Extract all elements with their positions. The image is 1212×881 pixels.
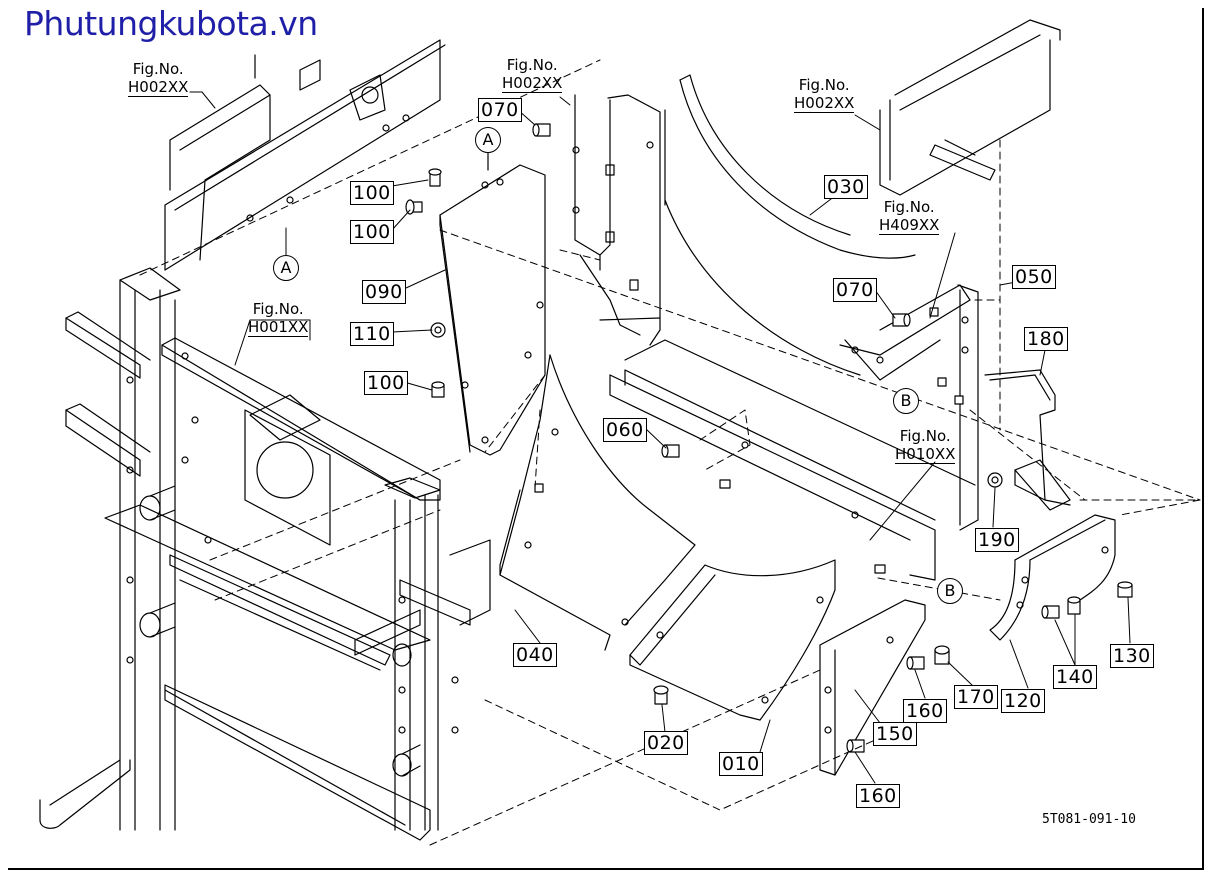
drawing-code: 5T081-091-10 [1042,812,1136,827]
bracket-180 [984,369,1071,511]
drawing-frame [8,8,1204,870]
upper-bracket-right [879,19,1061,196]
part-label-180[interactable]: 180 [1024,327,1068,351]
bracket-050 [839,284,979,531]
part-label-170[interactable]: 170 [954,685,998,709]
part-label-120[interactable]: 120 [1001,689,1045,713]
dashed-lines [139,59,1201,846]
fig-number: H010XX [895,445,956,464]
part-label-100[interactable]: 100 [350,181,394,205]
part-label-150[interactable]: 150 [873,722,917,746]
part-label-020[interactable]: 020 [644,731,688,755]
fig-ref-h010xx[interactable]: Fig.No. H010XX [895,427,956,464]
fig-label: Fig.No. [252,300,304,318]
fig-label: Fig.No. [883,198,935,216]
fig-label: Fig.No. [798,76,850,94]
watermark-text: Phutungkubota.vn [24,4,318,43]
part-label-100[interactable]: 100 [364,371,408,395]
fig-number: H002XX [794,94,855,113]
fig-ref-h409xx[interactable]: Fig.No. H409XX [879,198,940,235]
fig-number: H002XX [128,78,189,97]
ref-circle-b-lower: B [937,578,963,604]
part-label-160[interactable]: 160 [903,699,947,723]
curved-guide-040 [499,354,696,651]
panel-090 [439,149,546,456]
part-label-130[interactable]: 130 [1110,644,1154,668]
fig-ref-h002xx-right[interactable]: Fig.No. H002XX [794,76,855,113]
curved-plate-030 [664,74,916,376]
part-label-110[interactable]: 110 [350,322,394,346]
fasteners [405,123,1133,753]
part-label-060[interactable]: 060 [603,418,647,442]
curved-guide-010 [629,559,836,721]
part-label-010[interactable]: 010 [719,752,763,776]
fig-ref-h002xx-center[interactable]: Fig.No. H002XX [502,56,563,93]
upper-bracket-center [572,94,661,346]
part-label-040[interactable]: 040 [513,643,557,667]
part-label-030[interactable]: 030 [824,175,868,199]
plate-150 [819,599,926,776]
main-frame-assembly [39,39,491,841]
fig-number: H001XX [248,318,309,337]
fig-number: H409XX [879,216,940,235]
part-label-090[interactable]: 090 [362,280,406,304]
ref-circle-a-top: A [475,127,501,153]
fig-label: Fig.No. [132,60,184,78]
part-label-070[interactable]: 070 [478,98,522,122]
ref-circle-a-left: A [273,255,299,281]
part-label-100[interactable]: 100 [350,220,394,244]
fig-label: Fig.No. [506,56,558,74]
part-label-160[interactable]: 160 [856,784,900,808]
part-label-070[interactable]: 070 [833,278,877,302]
fig-number: H002XX [502,74,563,93]
ref-circle-b-upper: B [893,388,919,414]
fig-label: Fig.No. [899,427,951,445]
channel-bar [609,339,976,581]
fig-ref-h002xx-left[interactable]: Fig.No. H002XX [128,60,189,97]
fig-ref-h001xx[interactable]: Fig.No. H001XX [248,300,309,337]
part-label-140[interactable]: 140 [1053,665,1097,689]
part-label-190[interactable]: 190 [975,528,1019,552]
bracket-120 [989,514,1116,641]
part-label-050[interactable]: 050 [1012,265,1056,289]
